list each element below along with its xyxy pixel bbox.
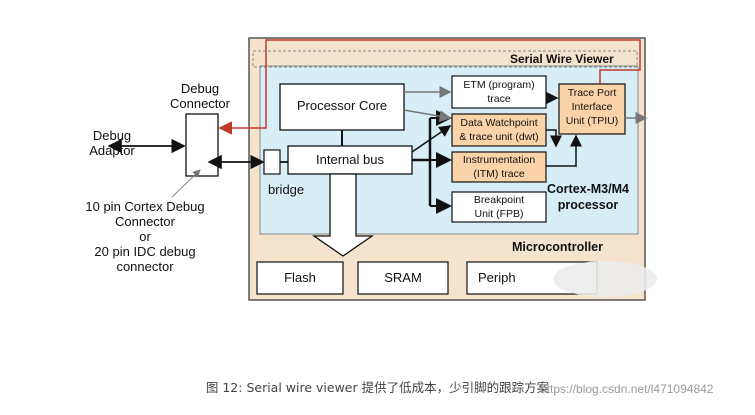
processor-core-box: [279, 83, 405, 131]
debug-adaptor-label-2: Adaptor: [89, 143, 135, 158]
etm-label-1: ETM (program): [463, 79, 535, 91]
connector-note-line-3: or: [139, 229, 151, 244]
sram-box: [357, 261, 449, 295]
itm-label-1: Instrumentation: [462, 154, 536, 166]
serial-wire-viewer-frame: [252, 50, 638, 68]
fpb-box: [451, 191, 547, 223]
internal-bus-box: [287, 145, 413, 175]
connector-note-line-4: 20 pin IDC debug: [94, 244, 196, 259]
watermark: https://blog.csdn.net/l471094842: [540, 382, 714, 396]
tpiu-label-3: Unit (TPIU): [565, 115, 619, 127]
etm-box: [451, 75, 547, 109]
debug-connector-label-1: Debug: [180, 81, 220, 96]
itm-box: [451, 151, 547, 183]
etm-label-2: trace: [487, 93, 511, 105]
tpiu-label-2: Interface: [571, 101, 613, 113]
tpiu-label-1: Trace Port: [567, 87, 617, 99]
peripherals-label: Periph: [478, 270, 516, 285]
tpiu-box: [558, 83, 626, 135]
connector-note-line-2: Connector: [115, 214, 175, 229]
serial-wire-viewer-label: Serial Wire Viewer: [510, 52, 614, 66]
dwt-label-1: Data Watchpoint: [460, 117, 538, 129]
flash-box: [256, 261, 344, 295]
fpb-label-1: Breakpoint: [473, 194, 525, 206]
connector-note-line-1: 10 pin Cortex Debug: [85, 199, 205, 214]
flash-label: Flash: [284, 270, 316, 285]
dwt-label-2: & trace unit (dwt): [459, 131, 539, 143]
microcontroller-label: Microcontroller: [512, 240, 603, 254]
dwt-box: [451, 113, 547, 147]
debug-adaptor-label-1: Debug: [92, 128, 132, 143]
internal-bus-label: Internal bus: [316, 152, 384, 167]
debug-connector-label-2: Connector: [170, 96, 230, 111]
fpb-label-2: Unit (FPB): [474, 208, 524, 220]
figure-caption: 图 12: Serial wire viewer 提供了低成本，少引脚的跟踪方案: [205, 380, 550, 395]
bridge-box: [263, 149, 281, 175]
connector-note-pointer: [171, 169, 201, 198]
processor-core-label: Processor Core: [296, 98, 388, 113]
debug-connector-box: [185, 113, 219, 177]
bus-down-arrow: [311, 173, 375, 257]
swo-trace-path: [218, 39, 641, 135]
blur-patch: [553, 261, 657, 297]
bridge-label: bridge: [268, 182, 305, 197]
cortex-label-2: processor: [557, 198, 619, 212]
cortex-label-1: Cortex-M3/M4: [547, 182, 629, 196]
sram-label: SRAM: [384, 270, 422, 285]
connector-note-line-5: connector: [116, 259, 174, 274]
itm-label-2: (ITM) trace: [473, 168, 525, 180]
